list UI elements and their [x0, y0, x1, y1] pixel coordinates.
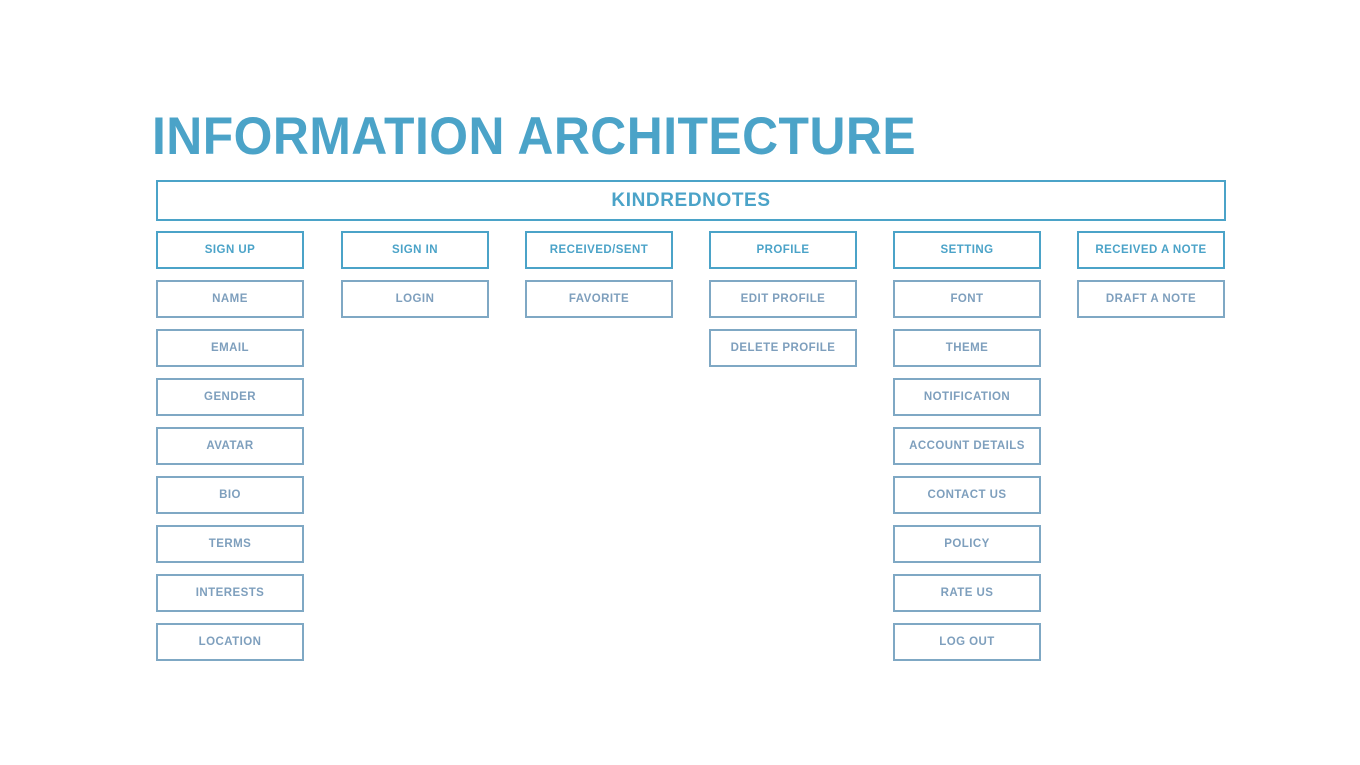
node-label: SETTING — [940, 243, 994, 256]
node-level2-notification[interactable]: NOTIFICATION — [893, 378, 1041, 416]
node-level2-account-details[interactable]: ACCOUNT DETAILS — [893, 427, 1041, 465]
node-level2-name[interactable]: NAME — [156, 280, 304, 318]
node-label: RECEIVED/SENT — [549, 243, 649, 256]
node-label: PROFILE — [756, 243, 810, 256]
node-column-received-sent: RECEIVED/SENT FAVORITE — [525, 231, 673, 329]
node-label: NAME — [212, 292, 248, 305]
node-level2-email[interactable]: EMAIL — [156, 329, 304, 367]
node-label: DELETE PROFILE — [730, 341, 836, 354]
node-label: LOGIN — [395, 292, 435, 305]
node-level2-font[interactable]: FONT — [893, 280, 1041, 318]
node-level2-policy[interactable]: POLICY — [893, 525, 1041, 563]
node-label: FAVORITE — [568, 292, 630, 305]
node-label: POLICY — [944, 537, 990, 550]
node-label: TERMS — [208, 537, 252, 550]
root-node-kindrednotes[interactable]: KINDREDNOTES — [156, 180, 1226, 221]
node-label: RATE US — [940, 586, 994, 599]
node-label: ACCOUNT DETAILS — [909, 439, 1025, 452]
node-column-received-a-note: RECEIVED A NOTE DRAFT A NOTE — [1077, 231, 1225, 329]
node-label: NOTIFICATION — [923, 390, 1011, 403]
node-level2-contact-us[interactable]: CONTACT US — [893, 476, 1041, 514]
node-level1-received-sent[interactable]: RECEIVED/SENT — [525, 231, 673, 269]
node-level1-profile[interactable]: PROFILE — [709, 231, 857, 269]
node-level2-log-out[interactable]: LOG OUT — [893, 623, 1041, 661]
node-level2-favorite[interactable]: FAVORITE — [525, 280, 673, 318]
node-label: SIGN IN — [392, 243, 438, 256]
node-level2-bio[interactable]: BIO — [156, 476, 304, 514]
node-level1-setting[interactable]: SETTING — [893, 231, 1041, 269]
page-title: INFORMATION ARCHITECTURE — [152, 107, 917, 166]
node-level1-sign-in[interactable]: SIGN IN — [341, 231, 489, 269]
node-column-sign-in: SIGN IN LOGIN — [341, 231, 489, 329]
node-columns: SIGN UP NAME EMAIL GENDER AVATAR BIO TERMS INTE… — [156, 231, 1226, 701]
node-label: DRAFT A NOTE — [1105, 292, 1197, 305]
node-column-sign-up: SIGN UP NAME EMAIL GENDER AVATAR BIO TERMS INTE… — [156, 231, 304, 672]
node-label: INTERESTS — [195, 586, 265, 599]
node-level2-rate-us[interactable]: RATE US — [893, 574, 1041, 612]
node-label: CONTACT US — [927, 488, 1007, 501]
node-label: THEME — [945, 341, 989, 354]
node-label: LOCATION — [198, 635, 262, 648]
node-label: FONT — [950, 292, 984, 305]
node-column-profile: PROFILE EDIT PROFILE DELETE PROFILE — [709, 231, 857, 378]
node-label: AVATAR — [206, 439, 254, 452]
node-label: EDIT PROFILE — [740, 292, 826, 305]
node-label: EMAIL — [210, 341, 250, 354]
node-column-setting: SETTING FONT THEME NOTIFICATION ACCOUNT DETA… — [893, 231, 1041, 672]
node-level2-location[interactable]: LOCATION — [156, 623, 304, 661]
node-level2-edit-profile[interactable]: EDIT PROFILE — [709, 280, 857, 318]
node-label: BIO — [219, 488, 241, 501]
node-level2-interests[interactable]: INTERESTS — [156, 574, 304, 612]
node-level2-delete-profile[interactable]: DELETE PROFILE — [709, 329, 857, 367]
node-level1-received-a-note[interactable]: RECEIVED A NOTE — [1077, 231, 1225, 269]
node-level2-login[interactable]: LOGIN — [341, 280, 489, 318]
node-level2-terms[interactable]: TERMS — [156, 525, 304, 563]
node-level2-avatar[interactable]: AVATAR — [156, 427, 304, 465]
node-label: LOG OUT — [939, 635, 995, 648]
node-level2-theme[interactable]: THEME — [893, 329, 1041, 367]
node-level2-gender[interactable]: GENDER — [156, 378, 304, 416]
node-label: RECEIVED A NOTE — [1095, 243, 1207, 256]
node-level1-sign-up[interactable]: SIGN UP — [156, 231, 304, 269]
node-label: SIGN UP — [204, 243, 256, 256]
node-label: GENDER — [204, 390, 256, 403]
node-level2-draft-a-note[interactable]: DRAFT A NOTE — [1077, 280, 1225, 318]
root-node-label: KINDREDNOTES — [611, 189, 771, 211]
